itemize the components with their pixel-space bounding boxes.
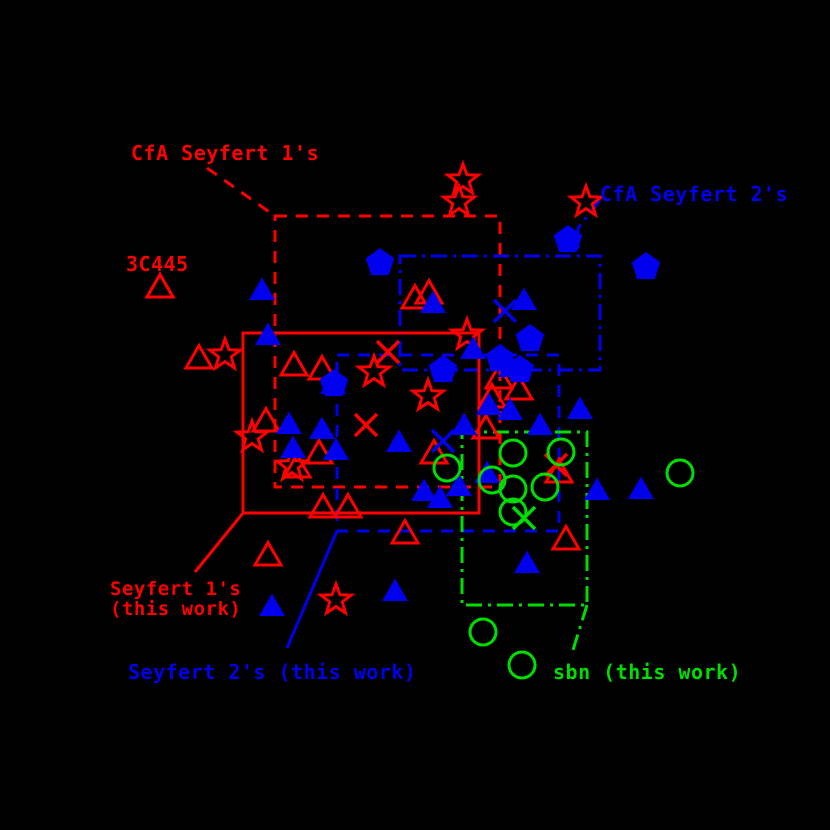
data-point-x-cross bbox=[511, 505, 537, 531]
annotation-seyfert-2s-this-work: Seyfert 2's (this work) bbox=[128, 660, 417, 684]
data-point-filled-triangle bbox=[320, 371, 346, 394]
data-point-x-cross bbox=[430, 428, 456, 454]
leader-line-cfa-seyfert-1s bbox=[206, 166, 276, 218]
region-box-seyfert-1-s-this-work bbox=[241, 331, 481, 515]
annotation-sbn-this-work: sbn (this work) bbox=[553, 660, 742, 684]
data-point-open-star bbox=[447, 314, 487, 352]
data-point-open-triangle bbox=[183, 342, 215, 370]
data-point-filled-pentagon bbox=[631, 252, 661, 280]
data-point-filled-triangle bbox=[382, 578, 408, 601]
data-point-filled-triangle bbox=[498, 354, 524, 377]
data-point-open-triangle bbox=[252, 539, 284, 567]
data-point-open-circle bbox=[498, 438, 528, 468]
data-point-filled-triangle bbox=[259, 593, 285, 616]
data-point-open-circle bbox=[507, 650, 537, 680]
data-point-filled-triangle bbox=[451, 412, 477, 435]
data-point-open-star bbox=[408, 375, 448, 413]
data-point-filled-triangle bbox=[497, 397, 523, 420]
data-point-filled-triangle bbox=[280, 435, 306, 458]
data-point-filled-pentagon bbox=[515, 324, 545, 352]
data-point-open-star bbox=[316, 579, 356, 617]
data-point-open-star bbox=[443, 159, 483, 197]
data-point-open-triangle bbox=[389, 517, 421, 545]
data-point-open-circle bbox=[546, 437, 576, 467]
data-point-filled-triangle bbox=[309, 416, 335, 439]
data-point-filled-triangle bbox=[460, 336, 486, 359]
data-point-filled-triangle bbox=[567, 396, 593, 419]
data-point-filled-triangle bbox=[255, 322, 281, 345]
data-point-open-triangle bbox=[550, 523, 582, 551]
data-point-open-triangle bbox=[307, 491, 339, 519]
data-point-open-triangle bbox=[332, 491, 364, 519]
annotation-seyfert-1s-this-work-line1: Seyfert 1's bbox=[110, 578, 242, 600]
leader-line-seyfert-1s-this-work bbox=[193, 512, 245, 573]
data-point-filled-pentagon bbox=[365, 248, 395, 276]
data-point-filled-triangle bbox=[323, 437, 349, 460]
data-point-x-cross bbox=[353, 412, 379, 438]
data-point-open-triangle bbox=[470, 412, 502, 440]
data-point-filled-triangle bbox=[276, 411, 302, 434]
data-point-open-circle bbox=[468, 617, 498, 647]
data-point-open-circle bbox=[530, 472, 560, 502]
annotation-seyfert-1s-this-work-line2: (this work) bbox=[110, 598, 242, 620]
data-point-open-star bbox=[272, 445, 312, 483]
data-point-open-circle bbox=[665, 458, 695, 488]
data-point-filled-triangle bbox=[446, 473, 472, 496]
data-point-open-star bbox=[439, 181, 479, 219]
data-point-filled-triangle bbox=[511, 287, 537, 310]
data-point-open-triangle bbox=[278, 349, 310, 377]
data-point-filled-triangle bbox=[420, 290, 446, 313]
leader-line-seyfert-2s-this-work bbox=[285, 530, 339, 649]
leader-line-sbn-this-work bbox=[571, 604, 589, 651]
data-point-open-circle bbox=[498, 474, 528, 504]
data-point-filled-triangle bbox=[476, 392, 502, 415]
data-point-open-star bbox=[205, 334, 245, 372]
data-point-filled-triangle bbox=[249, 277, 275, 300]
data-point-x-cross bbox=[375, 339, 401, 365]
data-point-open-star bbox=[354, 351, 394, 389]
data-point-filled-triangle bbox=[427, 485, 453, 508]
data-point-x-cross bbox=[492, 298, 518, 324]
data-point-3c445 bbox=[144, 271, 176, 299]
data-point-open-triangle bbox=[399, 282, 431, 310]
annotation-cfa-seyfert-1s: CfA Seyfert 1's bbox=[131, 141, 320, 165]
data-point-open-triangle bbox=[144, 271, 176, 299]
data-point-open-star bbox=[232, 416, 272, 454]
data-point-filled-triangle bbox=[514, 550, 540, 573]
data-point-filled-triangle bbox=[628, 476, 654, 499]
data-point-filled-triangle bbox=[527, 412, 553, 435]
data-point-filled-triangle bbox=[584, 477, 610, 500]
data-point-open-circle bbox=[432, 453, 462, 483]
annotation-cfa-seyfert-2s: CfA Seyfert 2's bbox=[600, 182, 789, 206]
data-point-filled-triangle bbox=[386, 429, 412, 452]
data-point-filled-pentagon bbox=[553, 225, 583, 253]
region-box-seyfert-2-s-this-work bbox=[335, 353, 561, 533]
annotation-3c445: 3C445 bbox=[126, 252, 189, 276]
data-point-filled-triangle bbox=[411, 478, 437, 501]
data-point-open-circle bbox=[498, 497, 528, 527]
data-point-filled-pentagon bbox=[428, 355, 458, 383]
region-box-sbn-this-work bbox=[460, 430, 589, 607]
leader-line-cfa-seyfert-2s bbox=[576, 199, 602, 256]
data-point-open-triangle bbox=[303, 437, 335, 465]
data-point-open-star bbox=[566, 181, 606, 219]
